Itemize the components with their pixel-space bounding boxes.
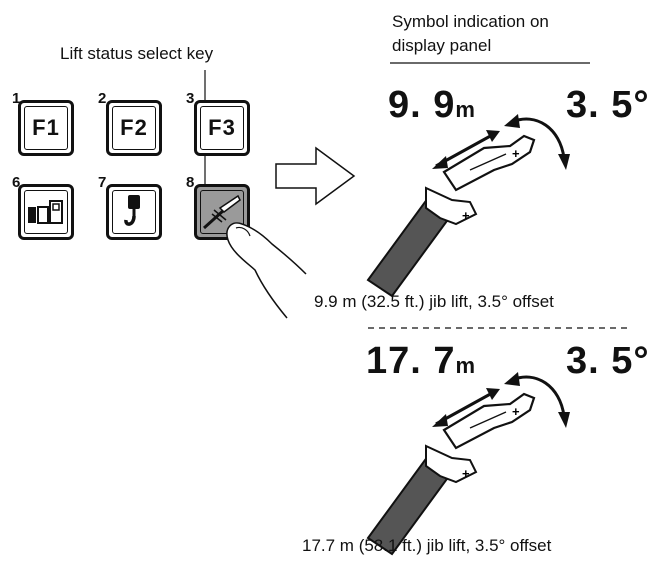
key-bezel (200, 106, 244, 150)
display2-offset-readout: 3. 5° (566, 340, 650, 383)
f3-key[interactable]: F3 (194, 100, 250, 156)
display1-length-value: 9. 9 (388, 84, 456, 126)
key-number-1: 1 (12, 90, 21, 107)
display2-offset-value: 3. 5 (566, 340, 634, 382)
display2-caption: 17.7 m (58.1 ft.) jib lift, 3.5° offset (302, 536, 552, 555)
display1-length-unit: m (455, 97, 476, 122)
display1-caption: 9.9 m (32.5 ft.) jib lift, 3.5° offset (314, 292, 554, 311)
f3-key-label: F3 (208, 115, 236, 140)
svg-text:+: + (462, 208, 470, 223)
key-bezel (24, 106, 68, 150)
key-number-2: 2 (98, 90, 107, 107)
f2-key-label: F2 (120, 115, 148, 140)
panel-heading-line1: Symbol indication on (392, 12, 549, 31)
boom-config-key[interactable] (18, 184, 74, 240)
key-number-6: 6 (12, 174, 21, 191)
display1-offset-unit: ° (633, 84, 650, 126)
display2-length-readout: 17. 7m (366, 340, 476, 383)
key-bezel (112, 190, 156, 234)
hook-key[interactable] (106, 184, 162, 240)
svg-text:+: + (512, 404, 520, 419)
jib-lift-icon (202, 194, 241, 230)
key-number-3: 3 (186, 90, 195, 107)
key-number-7: 7 (98, 174, 107, 191)
display1-offset-value: 3. 5 (566, 84, 634, 126)
hook-icon (124, 195, 140, 226)
key-number-8: 8 (186, 174, 195, 191)
display2-length-value: 17. 7 (366, 340, 456, 382)
svg-text:+: + (462, 466, 470, 481)
svg-text:+: + (512, 146, 520, 161)
key-bezel (200, 190, 244, 234)
f1-key-label: F1 (32, 115, 60, 140)
display2-length-unit: m (455, 353, 477, 378)
display1-offset-readout: 3. 5° (566, 84, 650, 127)
display2-offset-unit: ° (633, 340, 650, 382)
panel-heading-line2: display panel (392, 36, 492, 55)
lift-status-select-key-label: Lift status select key (60, 44, 214, 63)
f1-key[interactable]: F1 (18, 100, 74, 156)
display1-length-readout: 9. 9m (388, 84, 476, 127)
key-bezel (112, 106, 156, 150)
f2-key[interactable]: F2 (106, 100, 162, 156)
key-bezel (24, 190, 68, 234)
boom-config-icon (28, 200, 63, 224)
